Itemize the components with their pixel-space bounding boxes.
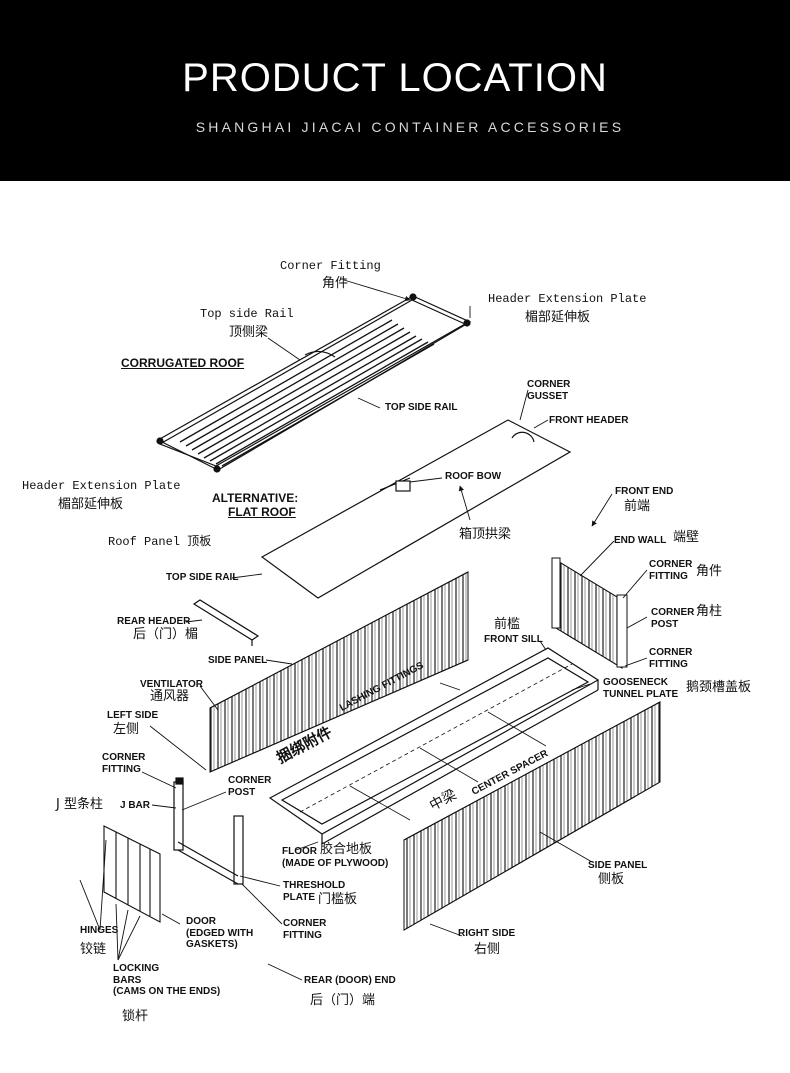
label-front-sill: FRONT SILL xyxy=(484,634,543,645)
label-hinges: HINGES xyxy=(80,925,119,936)
label-corner-post-rear: CORNER POST xyxy=(228,775,272,798)
label-roof-bow: ROOF BOW xyxy=(445,471,502,482)
label-end-wall-cn: 端壁 xyxy=(673,530,700,545)
label-corner-fitting-rear2: CORNER FITTING xyxy=(283,918,327,941)
front-end-wall xyxy=(551,557,628,669)
flat-roof xyxy=(260,419,572,599)
rear-frame xyxy=(173,777,244,885)
label-header-ext-plate-2-cn: 楣部延伸板 xyxy=(58,497,124,512)
label-rear-header-cn: 后（门）楣 xyxy=(133,627,199,642)
label-corner-gusset: CORNER GUSSET xyxy=(527,379,571,402)
label-front-header: FRONT HEADER xyxy=(549,415,629,426)
label-corrugated-roof: CORRUGATED ROOF xyxy=(121,356,245,370)
label-ventilator: VENTILATOR xyxy=(140,679,203,690)
label-header-ext-plate-1: Header Extension Plate xyxy=(488,292,647,306)
label-corner-fitting-fe-cn: 角件 xyxy=(696,564,723,579)
label-header-ext-plate-2: Header Extension Plate xyxy=(22,479,181,493)
corrugated-roof xyxy=(156,293,472,473)
label-corner-fitting-rear: CORNER FITTING xyxy=(102,752,146,775)
floor-frame xyxy=(268,647,600,845)
rear-door xyxy=(103,825,161,923)
label-corner-fitting-fe: CORNER FITTING xyxy=(649,559,693,582)
label-door: DOOR (EDGED WITH GASKETS) xyxy=(186,916,254,950)
label-corner-fitting-top: Corner Fitting xyxy=(280,259,381,273)
label-side-panel-right-cn: 侧板 xyxy=(598,872,625,887)
rear-header-bar xyxy=(192,599,260,646)
label-corner-fitting-top-cn: 角件 xyxy=(322,276,349,291)
label-threshold-plate: THRESHOLD PLATE xyxy=(283,880,346,903)
label-made-of-plywood: (MADE OF PLYWOOD) xyxy=(282,858,389,869)
label-flat-roof: FLAT ROOF xyxy=(228,505,296,519)
header-banner xyxy=(0,0,790,181)
label-j-bar-cn: J 型条柱 xyxy=(56,797,103,812)
label-corner-post-fe: CORNER POST xyxy=(651,607,695,630)
label-rear-door-end: REAR (DOOR) END xyxy=(304,975,396,986)
label-header-ext-plate-1-cn: 楣部延伸板 xyxy=(525,310,591,325)
label-gooseneck-cn: 鹅颈槽盖板 xyxy=(686,680,752,695)
label-floor: FLOOR xyxy=(282,846,317,857)
label-locking-bars-cn: 锁杆 xyxy=(122,1009,149,1024)
label-rear-header: REAR HEADER xyxy=(117,616,191,627)
label-roof-bow-cn: 箱顶拱梁 xyxy=(459,527,512,542)
label-top-side-rail-1-cn: 顶侧梁 xyxy=(229,325,269,340)
label-gooseneck: GOOSENECK TUNNEL PLATE xyxy=(603,677,679,700)
page-title: PRODUCT LOCATION xyxy=(182,56,608,100)
label-right-side-cn: 右侧 xyxy=(474,942,501,957)
label-top-side-rail-3: TOP SIDE RAIL xyxy=(166,572,239,583)
label-hinges-cn: 铰链 xyxy=(80,942,107,957)
label-left-side: LEFT SIDE xyxy=(107,710,159,721)
label-corner-fitting-fe2: CORNER FITTING xyxy=(649,647,693,670)
label-roof-panel: Roof Panel 顶板 xyxy=(108,535,212,549)
label-side-panel-left: SIDE PANEL xyxy=(208,655,268,666)
label-corner-post-fe-cn: 角柱 xyxy=(696,604,723,619)
label-top-side-rail-1: Top side Rail xyxy=(200,307,294,321)
label-locking-bars: LOCKING BARS (CAMS ON THE ENDS) xyxy=(113,963,221,997)
right-side-panel xyxy=(403,701,661,931)
label-ventilator-cn: 通风器 xyxy=(150,689,190,704)
label-right-side: RIGHT SIDE xyxy=(458,928,516,939)
page-subtitle: SHANGHAI JIACAI CONTAINER ACCESSORIES xyxy=(195,119,625,135)
left-side-panel xyxy=(209,571,469,773)
label-threshold-plate-cn: 门槛板 xyxy=(318,892,358,907)
label-side-panel-right: SIDE PANEL xyxy=(588,860,648,871)
label-rear-door-end-cn: 后（门）端 xyxy=(310,993,376,1008)
label-front-sill-cn: 前槛 xyxy=(494,617,521,632)
label-j-bar: J BAR xyxy=(120,800,151,811)
label-floor-cn: 胶合地板 xyxy=(320,842,373,857)
label-left-side-cn: 左侧 xyxy=(113,722,140,737)
label-front-end: FRONT END xyxy=(615,486,674,497)
label-front-end-cn: 前端 xyxy=(624,499,651,514)
label-top-side-rail-2: TOP SIDE RAIL xyxy=(385,402,458,413)
leader-lines xyxy=(79,279,648,981)
label-alternative: ALTERNATIVE: xyxy=(212,491,299,505)
label-end-wall: END WALL xyxy=(614,535,667,546)
